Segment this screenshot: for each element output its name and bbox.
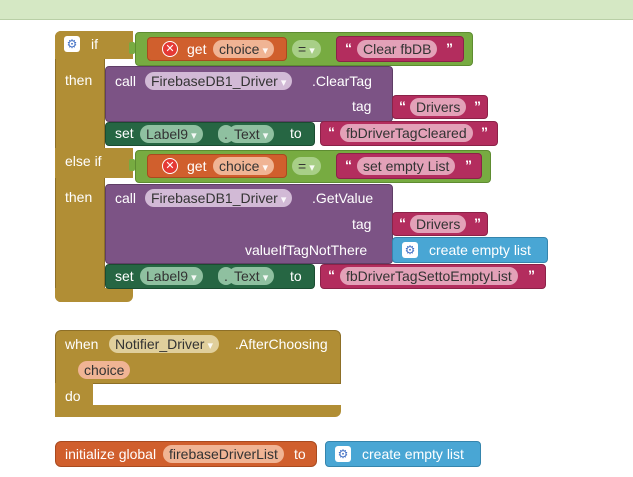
- if-block-footer[interactable]: [55, 288, 133, 302]
- close-quote-icon: ”: [481, 124, 488, 140]
- set-label: set: [115, 268, 134, 284]
- to-label: to: [294, 446, 306, 462]
- mutator-gear-icon[interactable]: ⚙: [402, 242, 418, 258]
- method-label: .GetValue: [312, 190, 374, 206]
- compare-connector-1: [129, 42, 135, 54]
- call-label: call: [115, 190, 137, 206]
- get-label: get: [187, 158, 207, 174]
- when-block-footer[interactable]: [55, 405, 341, 417]
- close-quote-icon: ”: [474, 215, 481, 231]
- open-quote-icon: “: [328, 124, 335, 140]
- get-label: get: [187, 41, 207, 57]
- open-quote-icon: “: [345, 157, 352, 173]
- open-quote-icon: “: [328, 267, 335, 283]
- if-label: if: [91, 36, 98, 52]
- component-dropdown[interactable]: Label9: [140, 125, 203, 143]
- event-label: .AfterChoosing: [235, 336, 328, 352]
- do-label: do: [65, 388, 81, 404]
- then-label: then: [65, 72, 93, 88]
- initialize-global-label: initialize global: [65, 446, 157, 462]
- method-label: .ClearTag: [312, 73, 372, 89]
- variable-dropdown[interactable]: choice: [213, 40, 275, 58]
- operator-dropdown[interactable]: =: [292, 157, 321, 175]
- create-empty-list-label: create empty list: [362, 446, 464, 462]
- then2-label: then: [65, 189, 93, 205]
- global-variable-name[interactable]: firebaseDriverList: [163, 445, 284, 463]
- value-if-tag-not-there-label: valueIfTagNotThere: [245, 242, 368, 258]
- variable-dropdown[interactable]: choice: [213, 157, 275, 175]
- set-label9-block-2[interactable]: [105, 264, 315, 289]
- error-icon[interactable]: ✕: [162, 41, 178, 57]
- text-value[interactable]: fbDriverTagCleared: [340, 124, 473, 142]
- operator-dropdown[interactable]: =: [292, 40, 321, 58]
- text-value[interactable]: set empty List: [357, 157, 456, 175]
- open-quote-icon: “: [345, 40, 352, 56]
- tag-value[interactable]: Drivers: [410, 98, 467, 116]
- event-parameter[interactable]: choice: [78, 361, 131, 379]
- mutator-gear-icon[interactable]: ⚙: [335, 446, 351, 462]
- tag-label: tag: [352, 98, 372, 114]
- close-quote-icon: ”: [474, 98, 481, 114]
- when-label: when: [65, 336, 99, 352]
- compare-connector-2: [129, 159, 135, 171]
- close-quote-icon: ”: [446, 40, 453, 56]
- call-label: call: [115, 73, 137, 89]
- tag-value[interactable]: Drivers: [410, 215, 467, 233]
- close-quote-icon: ”: [528, 267, 535, 283]
- close-quote-icon: ”: [465, 157, 472, 173]
- create-empty-list-block-2[interactable]: [325, 441, 481, 467]
- property-dropdown[interactable]: Text: [228, 125, 275, 143]
- set-label: set: [115, 125, 134, 141]
- top-toolbar-strip: [0, 0, 633, 20]
- open-quote-icon: “: [399, 215, 406, 231]
- property-dropdown[interactable]: Text: [228, 267, 275, 285]
- component-dropdown[interactable]: Notifier_Driver: [109, 335, 220, 353]
- component-dropdown[interactable]: FirebaseDB1_Driver: [145, 72, 293, 90]
- create-empty-list-block-1[interactable]: [392, 237, 548, 263]
- to-label: to: [290, 125, 302, 141]
- create-empty-list-label: create empty list: [429, 242, 531, 258]
- component-dropdown[interactable]: Label9: [140, 267, 203, 285]
- tag-label: tag: [352, 216, 372, 232]
- set-label9-block-1[interactable]: [105, 122, 315, 146]
- to-label: to: [290, 268, 302, 284]
- else-if-block-header[interactable]: [55, 148, 133, 178]
- else-if-label: else if: [65, 153, 102, 169]
- component-dropdown[interactable]: FirebaseDB1_Driver: [145, 189, 293, 207]
- text-value[interactable]: Clear fbDB: [357, 40, 438, 58]
- open-quote-icon: “: [399, 98, 406, 114]
- text-value[interactable]: fbDriverTagSettoEmptyList: [340, 267, 518, 285]
- mutator-gear-icon[interactable]: ⚙: [64, 36, 80, 52]
- error-icon[interactable]: ✕: [162, 158, 178, 174]
